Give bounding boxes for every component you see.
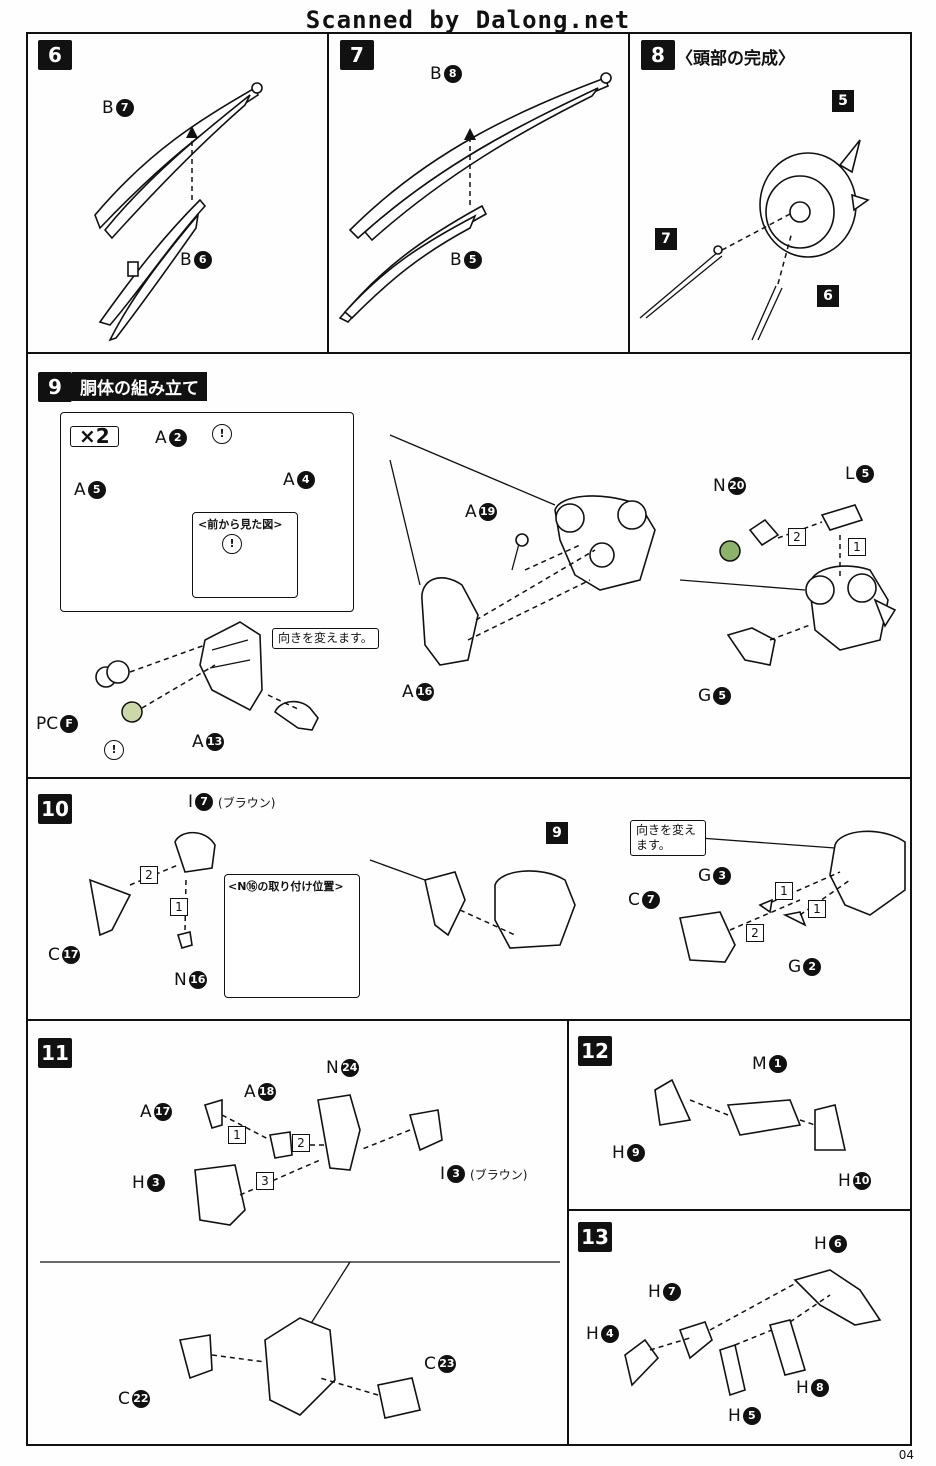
order-mark-3-s11: 3 (256, 1172, 274, 1190)
page-number: 04 (898, 1448, 914, 1462)
n16-position-box (224, 874, 360, 998)
step8-panel (628, 32, 912, 354)
turn-note-step10: 向きを変えます。 (630, 820, 706, 856)
order-mark-2-s10a: 2 (140, 866, 158, 884)
step9-title: 胴体の組み立て (72, 372, 207, 401)
front-view-box (192, 512, 298, 598)
step9-drawing-middle (421, 495, 656, 666)
step11-panel (26, 1019, 569, 1446)
part-ref-5: 5 (832, 90, 854, 112)
order-mark-1-s9: 1 (848, 538, 866, 556)
step6-panel (26, 32, 329, 354)
step11-drawing (40, 1094, 560, 1419)
order-mark-2-s11: 2 (292, 1134, 310, 1152)
warn-pc: ! (104, 740, 124, 760)
order-mark-1-s10a: 1 (170, 898, 188, 916)
step7-number: 7 (340, 40, 374, 70)
front-view-title: <前から見た図> (198, 518, 283, 531)
step6-number: 6 (38, 40, 72, 70)
multiplier-badge: ×2 (70, 426, 119, 447)
step10-number: 10 (38, 794, 72, 824)
step8-number: 8 (641, 40, 675, 70)
step12-drawing (654, 1078, 846, 1151)
step13-number: 13 (578, 1222, 612, 1252)
part-ref-7: 7 (655, 228, 677, 250)
step9-drawing-right (679, 504, 897, 666)
step12-number: 12 (578, 1036, 612, 1066)
order-mark-1-s11: 1 (228, 1126, 246, 1144)
order-mark-1-s10b: 1 (775, 882, 793, 900)
step7-panel (327, 32, 630, 354)
order-mark-1-s10c: 1 (808, 900, 826, 918)
scan-watermark: Scanned by Dalong.net (305, 6, 631, 34)
warn-a2: ! (212, 424, 232, 444)
step6-drawing (94, 82, 263, 342)
step10-drawing (88, 830, 906, 963)
order-mark-2-s10b: 2 (746, 924, 764, 942)
order-mark-2-s9: 2 (788, 528, 806, 546)
step8-title: 〈頭部の完成〉 (676, 49, 795, 69)
n16-position-title: <N⑯の取り付け位置> (228, 880, 344, 893)
step13-panel (567, 1209, 912, 1446)
turn-note-step9: 向きを変えます。 (272, 628, 379, 649)
step8-drawing (639, 139, 870, 341)
step9-number: 9 (38, 372, 72, 402)
step13-drawing (624, 1269, 882, 1397)
step7-drawing (338, 72, 612, 323)
part-ref-6: 6 (817, 285, 839, 307)
warn-front-view: ! (222, 534, 242, 554)
step10-ref-9: 9 (546, 822, 568, 844)
step11-number: 11 (38, 1038, 72, 1068)
